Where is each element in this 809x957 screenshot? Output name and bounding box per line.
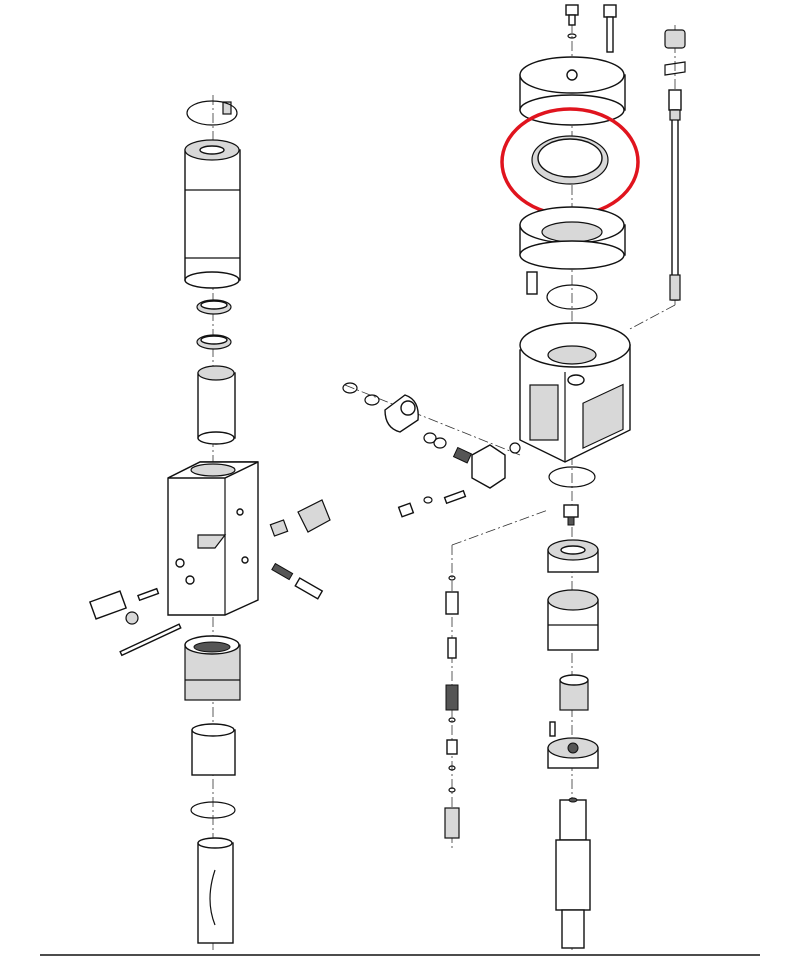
main-housing (519, 322, 631, 463)
piston (555, 797, 591, 949)
seal-ring-lower (196, 334, 232, 350)
front-cap (547, 737, 599, 769)
left-assembly (88, 100, 331, 944)
valve-connector-line (451, 509, 549, 546)
lower-bushing (184, 635, 241, 701)
bearing-upper (547, 539, 599, 573)
tool-rod (197, 837, 234, 944)
retaining-ring (190, 801, 236, 819)
o-ring (548, 466, 596, 488)
cylinder (184, 139, 241, 289)
right-assembly (342, 4, 686, 949)
bushing (559, 674, 589, 711)
fittings (342, 382, 521, 518)
side-parts (88, 499, 331, 657)
pin (222, 101, 232, 115)
diaphragm-disk (531, 135, 609, 185)
o-ring (186, 100, 238, 126)
tie-rod (664, 29, 686, 301)
fitting-axis-line (344, 384, 521, 456)
bearing-lower (547, 589, 599, 651)
top-bolts (565, 4, 617, 53)
seal-ring-upper (196, 299, 232, 315)
check-valve (563, 504, 579, 526)
valve-stack (444, 575, 460, 839)
top-cap (519, 56, 626, 126)
sleeve (197, 365, 236, 445)
o-ring (546, 284, 598, 310)
pin (549, 721, 556, 737)
lower-sleeve (191, 723, 236, 776)
flange-bolt (526, 271, 538, 295)
rod-connector-line (627, 304, 676, 331)
valve-body-block (167, 461, 259, 616)
flange (519, 206, 626, 270)
